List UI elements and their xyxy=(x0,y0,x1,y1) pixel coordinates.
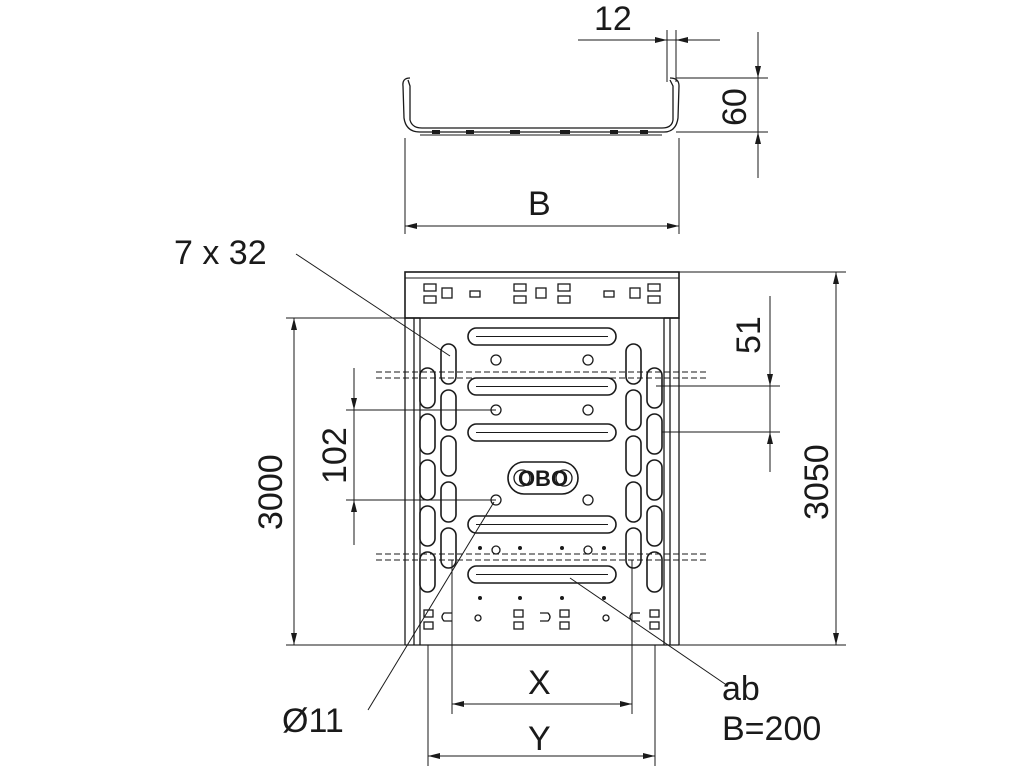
leader-hole-diameter: Ø11 xyxy=(282,501,495,740)
connector-holes xyxy=(423,609,660,630)
dimension-label-3000: 3000 xyxy=(252,454,290,530)
label-hole-diameter: Ø11 xyxy=(282,702,344,740)
dimension-label-51: 51 xyxy=(730,316,768,354)
dimension-edge-12: 12 xyxy=(578,0,720,82)
dimension-height-60: 60 xyxy=(676,32,768,178)
tray-plan-view: OBO xyxy=(376,271,708,646)
transverse-slots xyxy=(467,327,617,584)
dimension-x: X xyxy=(451,560,633,714)
label-note-width: B=200 xyxy=(722,710,821,748)
dimension-pitch-51: 51 xyxy=(656,296,780,472)
label-note-from: ab xyxy=(722,670,760,708)
side-slots-left xyxy=(419,343,457,593)
dimension-width-b: B xyxy=(404,138,680,234)
dimension-label-x: X xyxy=(528,664,551,702)
leader-width-note: ab B=200 xyxy=(569,577,821,748)
side-slots-right xyxy=(625,343,663,593)
dimension-label-60: 60 xyxy=(716,88,754,126)
dimension-label-102: 102 xyxy=(316,427,354,484)
obo-logo: OBO xyxy=(507,461,579,495)
dimension-label-b: B xyxy=(528,185,551,223)
leader-slot-size: 7 x 32 xyxy=(174,234,451,357)
end-section-holes xyxy=(423,283,661,304)
dimension-length-3050: 3050 xyxy=(679,271,846,646)
obo-logo-text: OBO xyxy=(518,466,568,491)
cross-section-view xyxy=(402,77,680,136)
label-holes-7x32: 7 x 32 xyxy=(174,234,267,272)
dimension-label-3050: 3050 xyxy=(798,444,836,520)
small-perforations xyxy=(478,546,606,600)
section-perforation-marks xyxy=(432,130,648,134)
dimension-length-3000: 3000 xyxy=(252,317,405,646)
dimension-label-y: Y xyxy=(528,720,551,758)
dimension-y: Y xyxy=(427,645,656,766)
dimension-pitch-102: 102 xyxy=(316,368,496,545)
dimension-label-12: 12 xyxy=(594,0,632,38)
